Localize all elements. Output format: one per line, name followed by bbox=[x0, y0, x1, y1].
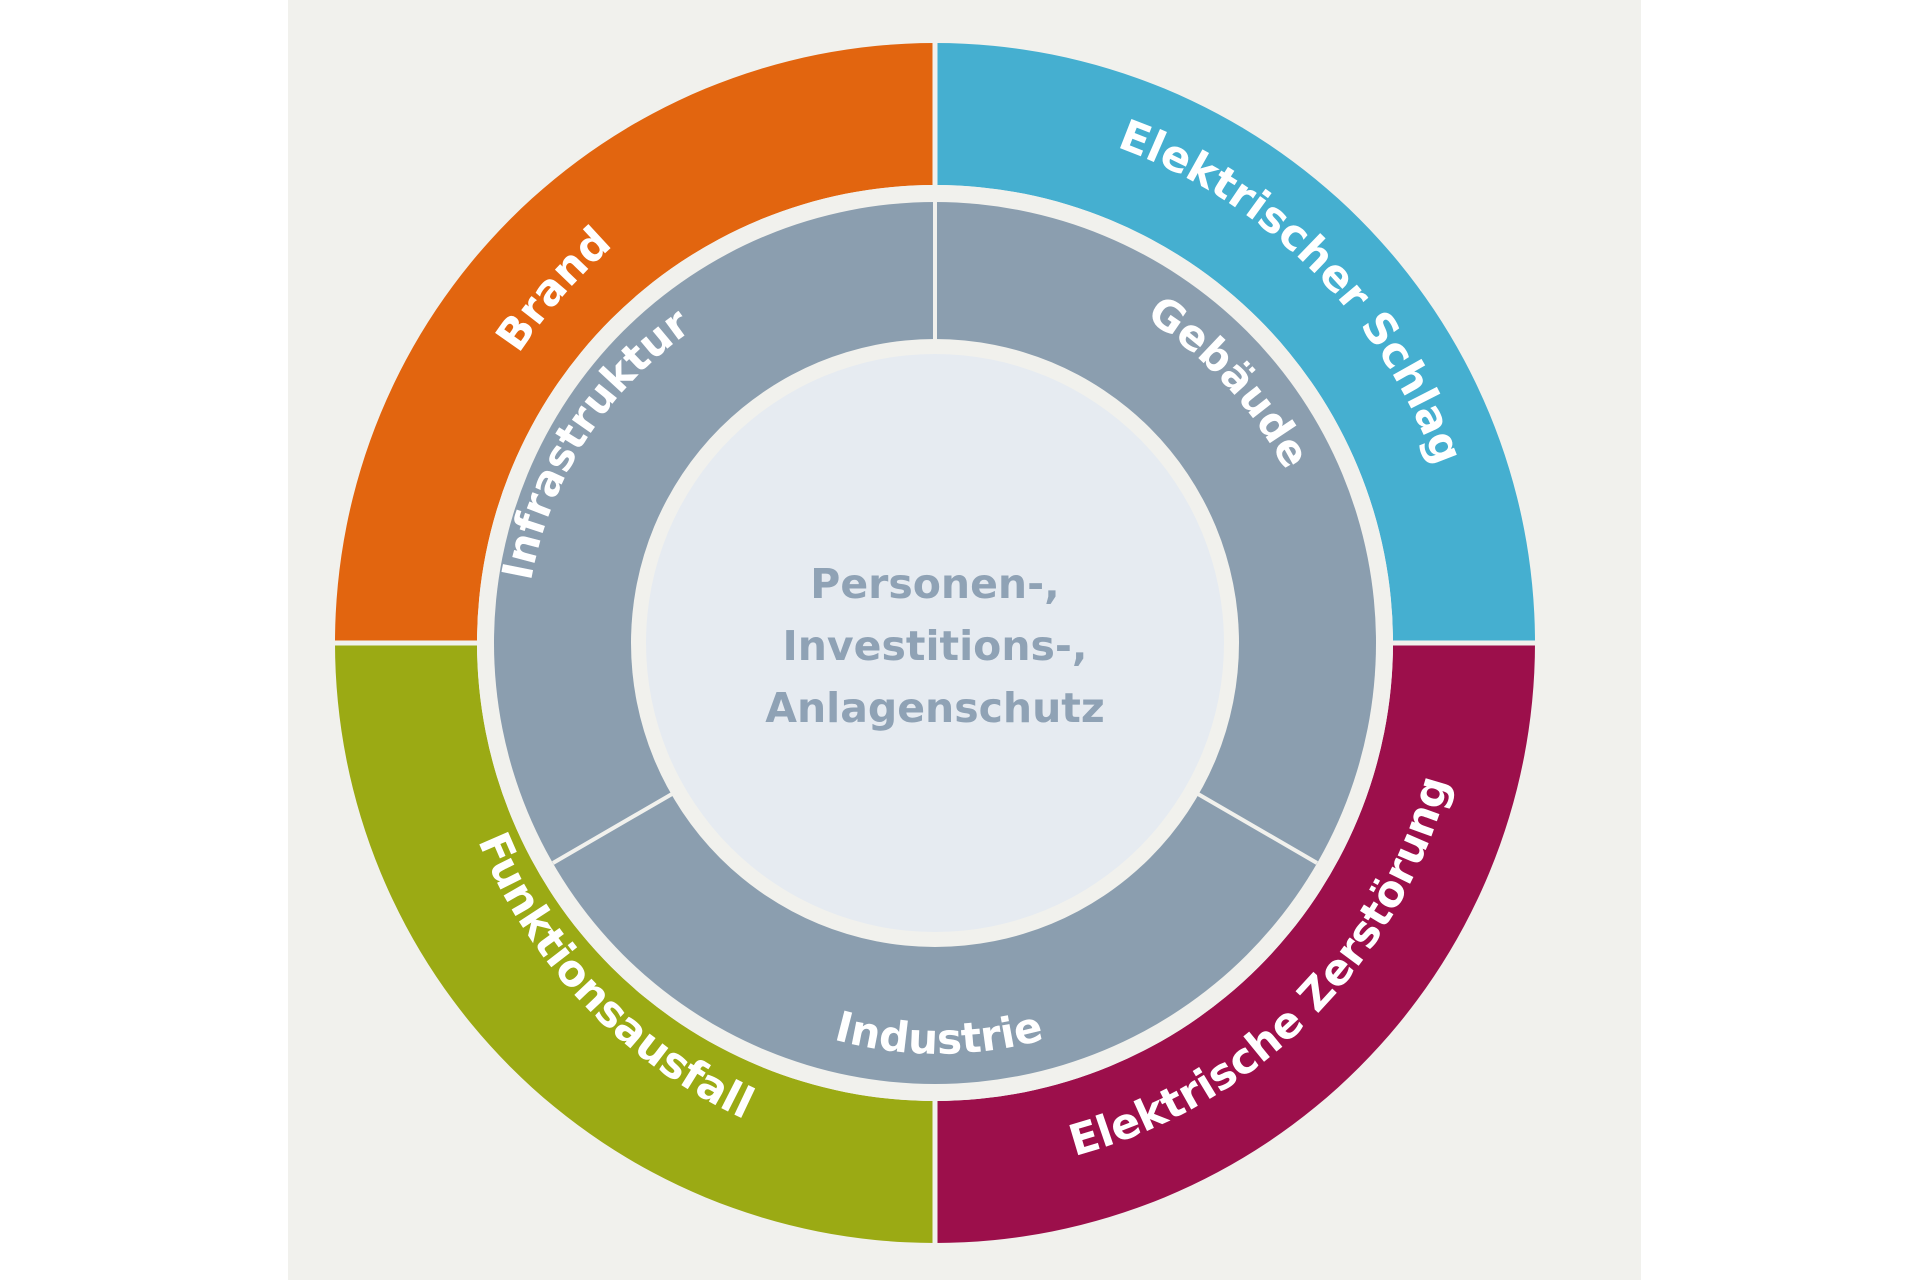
middle-ring-separators bbox=[551, 202, 1319, 865]
center-circle bbox=[646, 354, 1224, 932]
center-label-line2: Investitions-, bbox=[782, 622, 1087, 670]
center-label-line1: Personen-, bbox=[810, 560, 1059, 608]
outer-segment-brand bbox=[335, 43, 935, 643]
outer-segment-elektrische-zerstoerung bbox=[935, 643, 1535, 1243]
outer-segment-elektrischer-schlag bbox=[935, 43, 1535, 643]
center-label-line3: Anlagenschutz bbox=[765, 684, 1105, 732]
outer-segment-funktionsausfall bbox=[335, 643, 935, 1243]
